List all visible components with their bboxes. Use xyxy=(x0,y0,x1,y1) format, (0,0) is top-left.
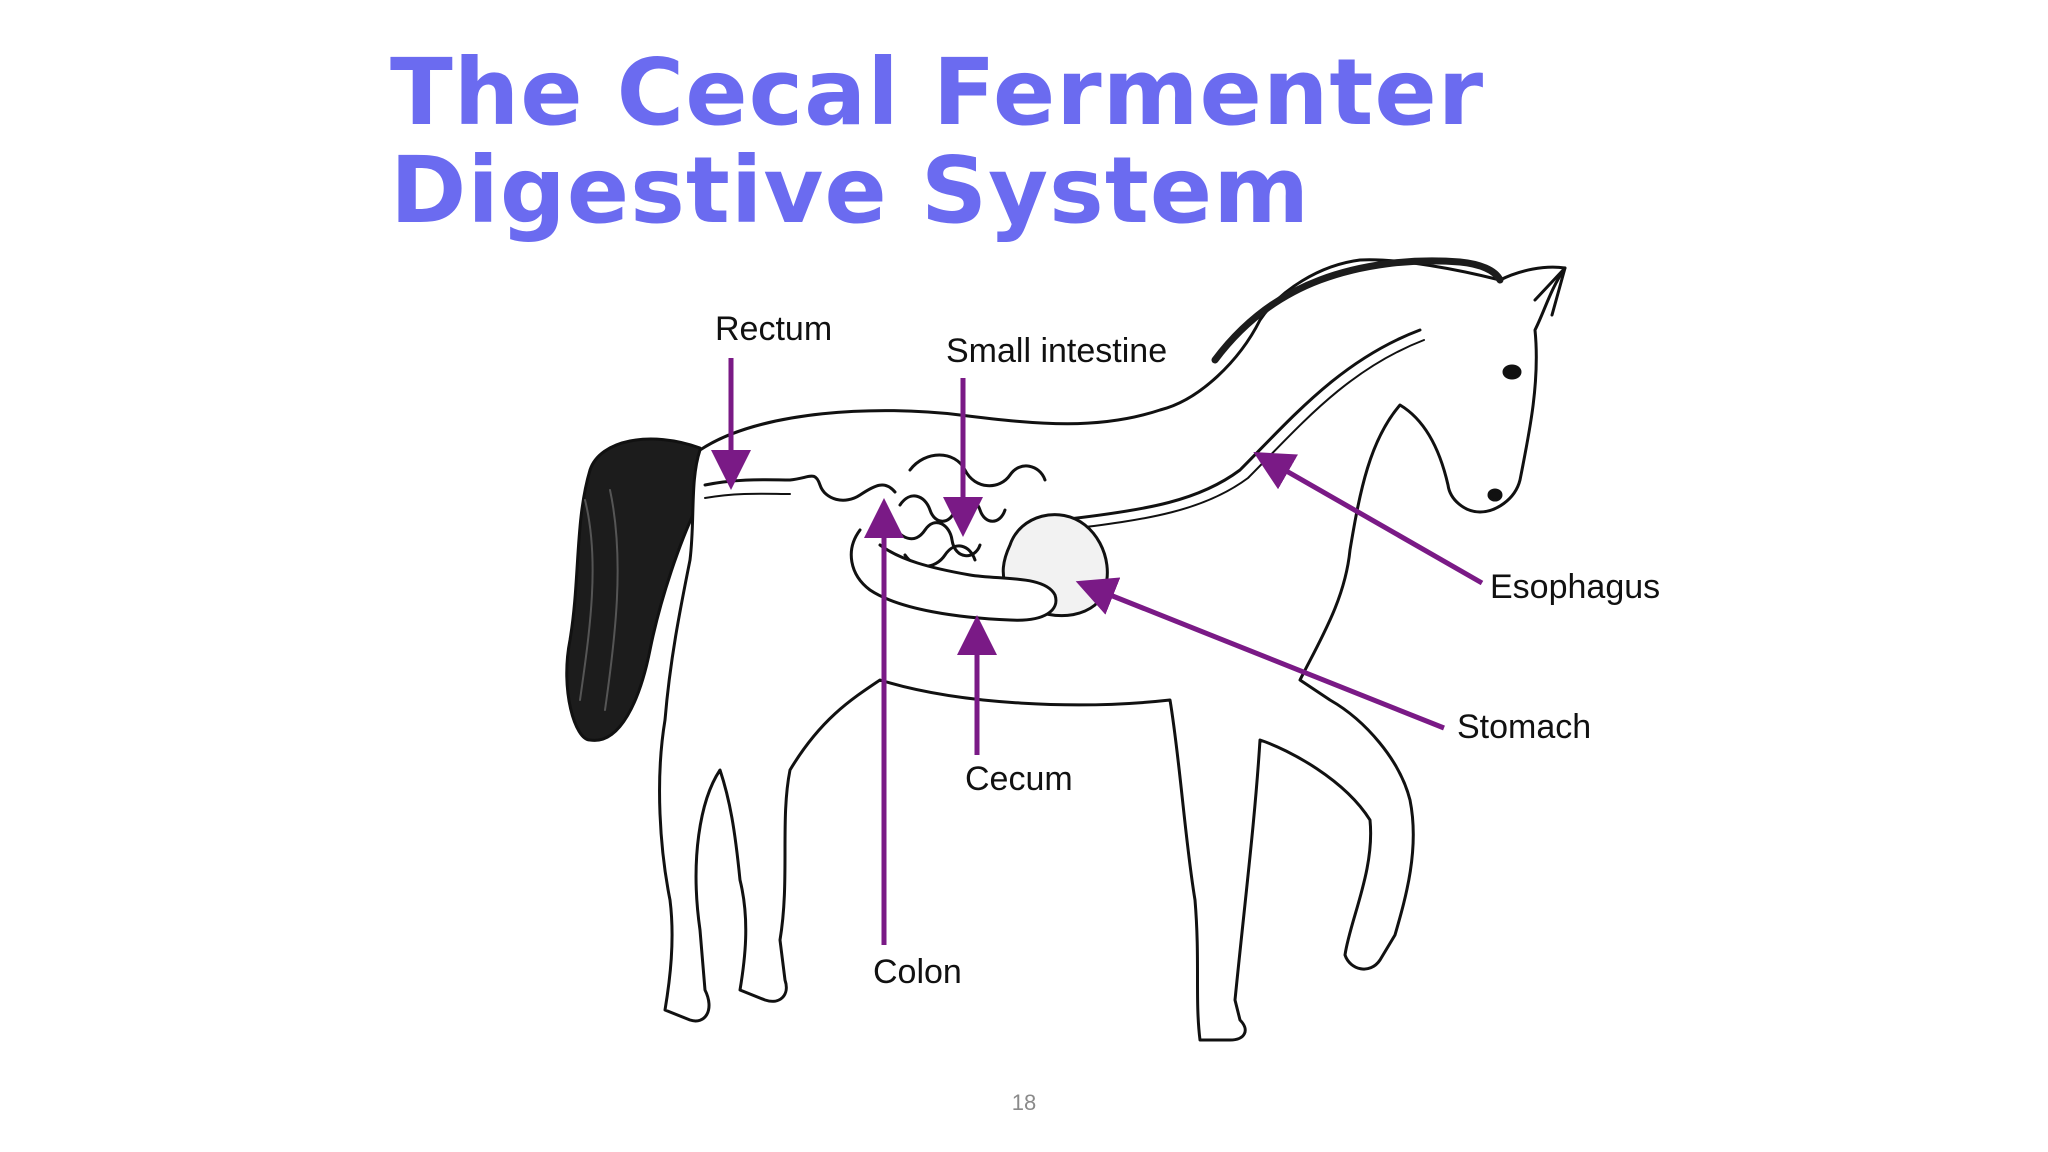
horse-eye xyxy=(1502,364,1522,380)
slide-title: The Cecal Fermenter Digestive System xyxy=(390,44,1484,240)
arrow-stomach xyxy=(1075,577,1445,731)
label-rectum: Rectum xyxy=(715,310,832,348)
horse-body-outline xyxy=(658,258,1567,1042)
esophagus-tube xyxy=(1058,328,1422,522)
arrow-esophagus xyxy=(1253,452,1484,586)
label-colon: Colon xyxy=(873,953,962,991)
title-line-2: Digestive System xyxy=(390,137,1311,244)
rectum-path xyxy=(703,474,897,502)
label-cecum: Cecum xyxy=(965,760,1073,798)
horse-mane xyxy=(1211,257,1504,364)
horse-nostril xyxy=(1487,488,1503,502)
horse-icon xyxy=(565,257,1567,1042)
horse-ear xyxy=(1533,266,1567,317)
page-number: 18 xyxy=(1011,1090,1037,1115)
label-small-intestine: Small intestine xyxy=(946,332,1167,370)
label-esophagus: Esophagus xyxy=(1490,568,1660,606)
title-line-1: The Cecal Fermenter xyxy=(390,39,1485,146)
colon-loop xyxy=(849,528,1058,622)
horse-tail xyxy=(565,437,702,742)
label-stomach: Stomach xyxy=(1457,708,1591,746)
